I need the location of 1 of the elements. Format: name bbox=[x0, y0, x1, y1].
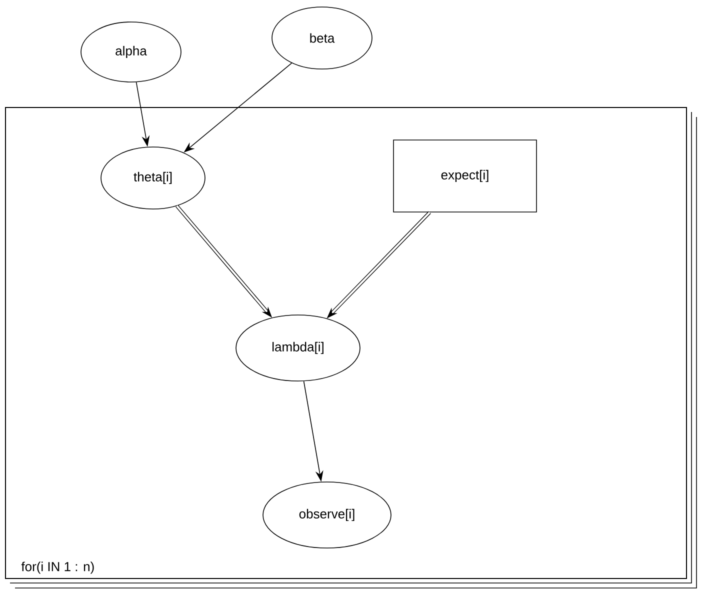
constant-node-box: expect[i] bbox=[393, 140, 537, 212]
